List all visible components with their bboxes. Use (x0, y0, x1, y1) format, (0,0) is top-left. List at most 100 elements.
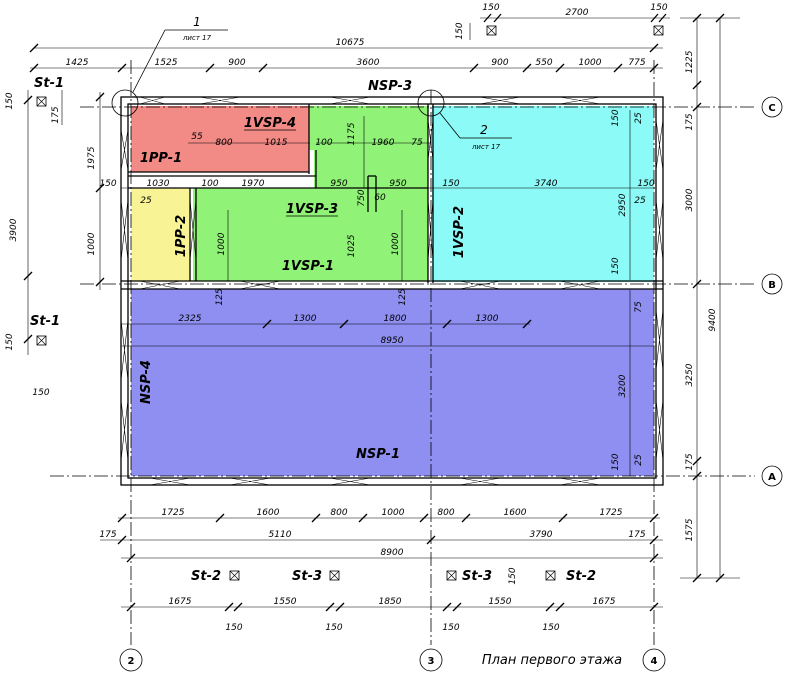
svg-text:900: 900 (491, 58, 508, 68)
svg-text:St-2: St-2 (566, 569, 596, 584)
svg-text:175: 175 (99, 530, 116, 540)
stand-st-3-right: St-3 (446, 569, 492, 584)
svg-text:10675: 10675 (336, 38, 365, 48)
svg-text:1550: 1550 (274, 597, 297, 607)
svg-text:1015: 1015 (265, 138, 288, 148)
axis-a-label: A (768, 472, 776, 483)
callout-1: 1 лист 17 (111, 15, 228, 117)
svg-text:1000: 1000 (87, 232, 97, 255)
svg-text:125: 125 (215, 288, 225, 305)
svg-text:150: 150 (542, 623, 559, 633)
svg-text:150: 150 (611, 109, 621, 126)
stand-st-2-right: St-2 (545, 569, 596, 584)
svg-text:St-3: St-3 (462, 569, 492, 584)
svg-text:800: 800 (215, 138, 232, 148)
svg-text:75: 75 (634, 301, 644, 313)
svg-text:175: 175 (51, 106, 61, 123)
stand-st-2-left: St-2 (191, 569, 240, 584)
svg-text:1675: 1675 (169, 597, 192, 607)
svg-text:8900: 8900 (381, 548, 404, 558)
svg-text:1725: 1725 (162, 508, 185, 518)
svg-text:1975: 1975 (87, 146, 97, 169)
svg-text:800: 800 (437, 508, 454, 518)
axis-b-label: B (768, 280, 776, 291)
svg-text:1725: 1725 (600, 508, 623, 518)
svg-text:150: 150 (442, 179, 459, 189)
svg-text:3000: 3000 (685, 188, 695, 211)
region-1vsp (193, 106, 428, 281)
svg-text:лист 17: лист 17 (182, 34, 212, 42)
svg-text:1425: 1425 (66, 58, 89, 68)
dimension-lines (23, 13, 740, 612)
svg-text:2: 2 (480, 123, 488, 137)
svg-text:150: 150 (482, 3, 499, 13)
axis-4-label: 4 (651, 656, 658, 667)
svg-text:1800: 1800 (384, 314, 407, 324)
axis-3-label: 3 (428, 656, 435, 667)
svg-text:150: 150 (611, 257, 621, 274)
svg-text:2325: 2325 (179, 314, 202, 324)
svg-text:25: 25 (634, 454, 644, 466)
stand-st-3-left: St-3 (292, 569, 340, 584)
svg-text:3790: 3790 (530, 530, 553, 540)
label-1pp-1: 1PP-1 (140, 151, 182, 166)
svg-text:800: 800 (330, 508, 347, 518)
stand-st-1-top: St-1 (34, 76, 64, 107)
svg-text:St-2: St-2 (191, 569, 221, 584)
svg-text:150: 150 (455, 22, 465, 39)
svg-text:1030: 1030 (147, 179, 170, 189)
axis-2-label: 2 (128, 656, 135, 667)
svg-text:1575: 1575 (685, 518, 695, 541)
svg-text:150: 150 (508, 567, 518, 584)
svg-text:3740: 3740 (535, 179, 558, 189)
svg-text:2700: 2700 (566, 8, 589, 18)
svg-text:3250: 3250 (685, 363, 695, 386)
svg-text:1600: 1600 (257, 508, 280, 518)
svg-text:150: 150 (442, 623, 459, 633)
svg-text:St-1: St-1 (34, 76, 64, 91)
stand-st-1-left: St-1 (30, 314, 60, 346)
svg-text:1550: 1550 (489, 597, 512, 607)
svg-text:150: 150 (225, 623, 242, 633)
svg-text:3900: 3900 (9, 218, 19, 241)
svg-text:1675: 1675 (593, 597, 616, 607)
svg-text:1000: 1000 (217, 232, 227, 255)
svg-text:175: 175 (685, 453, 695, 470)
dimension-texts: 150 2700 150 150 10675 1425 1525 900 360… (5, 3, 718, 633)
svg-text:1300: 1300 (476, 314, 499, 324)
label-1vsp-2: 1VSP-2 (452, 206, 467, 258)
svg-text:1000: 1000 (382, 508, 405, 518)
label-1vsp-1: 1VSP-1 (282, 259, 334, 274)
svg-text:100: 100 (201, 179, 218, 189)
stand-top-markers (486, 25, 664, 36)
svg-text:750: 750 (357, 189, 367, 206)
svg-text:75: 75 (411, 138, 423, 148)
svg-text:1960: 1960 (372, 138, 395, 148)
label-1vsp-4: 1VSP-4 (244, 116, 296, 131)
region-1pp-1 (131, 106, 309, 172)
label-1pp-2: 1PP-2 (174, 215, 189, 257)
svg-text:55: 55 (191, 132, 203, 142)
svg-text:175: 175 (685, 113, 695, 130)
label-nsp-3: NSP-3 (368, 79, 412, 94)
svg-text:150: 150 (5, 333, 15, 350)
svg-text:150: 150 (637, 179, 654, 189)
svg-text:2950: 2950 (618, 193, 628, 216)
svg-text:3200: 3200 (618, 374, 628, 397)
svg-text:5110: 5110 (269, 530, 292, 540)
axis-c-label: C (768, 103, 775, 114)
region-nsp-1 (131, 289, 654, 476)
svg-text:150: 150 (5, 92, 15, 109)
label-nsp-1: NSP-1 (356, 447, 400, 462)
axis-bubbles: C B A 2 3 4 (119, 96, 783, 672)
svg-text:150: 150 (611, 453, 621, 470)
svg-text:900: 900 (228, 58, 245, 68)
svg-text:175: 175 (628, 530, 645, 540)
region-1pp-2 (131, 188, 190, 281)
svg-text:25: 25 (140, 196, 152, 206)
svg-text:1175: 1175 (347, 122, 357, 145)
svg-text:лист 17: лист 17 (471, 143, 501, 151)
svg-text:St-3: St-3 (292, 569, 322, 584)
svg-text:1000: 1000 (391, 232, 401, 255)
